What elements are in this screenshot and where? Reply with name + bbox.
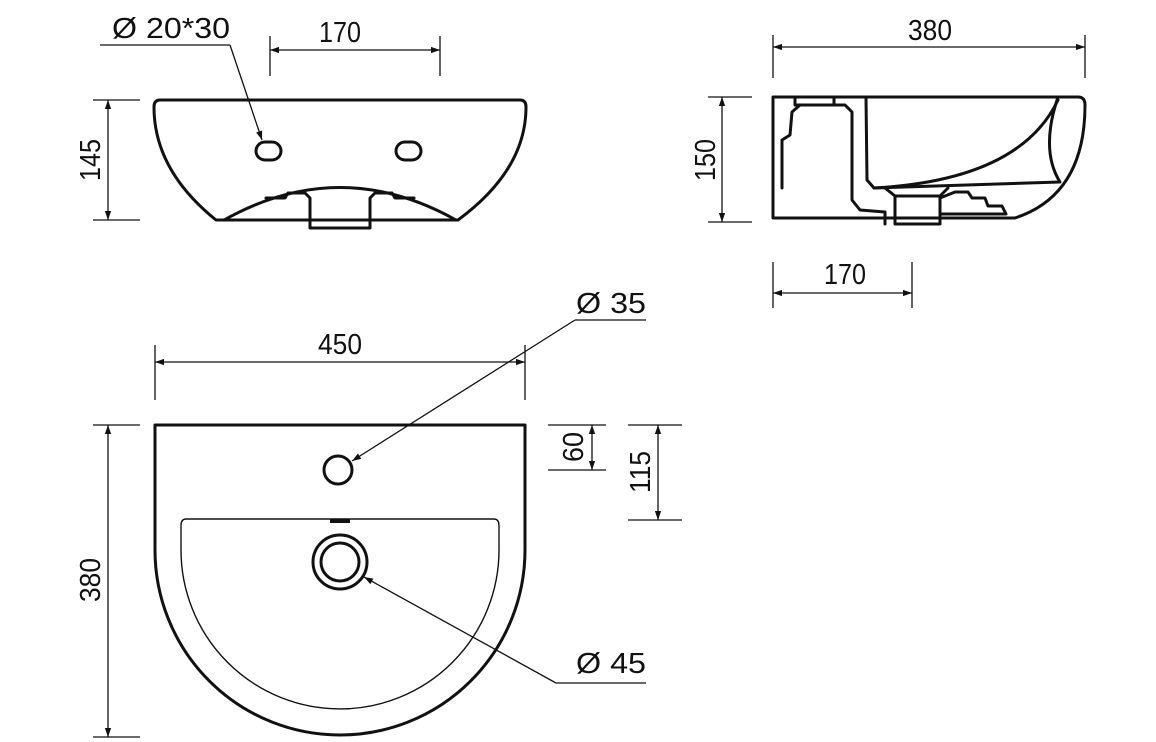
side-view-bowl bbox=[864, 95, 1062, 190]
leader-line bbox=[363, 576, 557, 684]
waste-inner bbox=[319, 541, 361, 583]
side-view-steps bbox=[938, 190, 1008, 216]
width-label: 450 bbox=[318, 329, 362, 361]
side-view-outline bbox=[771, 95, 1087, 220]
front-view-arch bbox=[222, 186, 458, 222]
overflow-slot bbox=[330, 519, 350, 523]
waste-outer bbox=[311, 533, 369, 591]
leader-line bbox=[351, 319, 576, 462]
top-view-bowl bbox=[180, 518, 500, 710]
side-view-bowl-inner bbox=[872, 98, 1060, 190]
side-view-rear bbox=[780, 103, 802, 190]
front-height-label: 145 bbox=[75, 139, 107, 181]
front-view-outline bbox=[152, 98, 528, 222]
tap-hole-offset-label: 60 bbox=[558, 432, 590, 462]
side-waste-offset-label: 170 bbox=[824, 259, 866, 291]
tap-hole-left bbox=[254, 140, 283, 162]
front-view-waste-outlet bbox=[264, 191, 416, 230]
waste-offset-label: 115 bbox=[625, 451, 657, 493]
side-depth-label: 380 bbox=[908, 15, 952, 47]
side-view: 380 150 170 bbox=[690, 15, 1087, 308]
waste-diameter-label: Ø 45 bbox=[576, 648, 646, 680]
leader-line bbox=[229, 44, 263, 141]
hole-spacing-label: 170 bbox=[319, 17, 361, 49]
top-depth-label: 380 bbox=[75, 558, 107, 602]
tap-hole bbox=[322, 454, 354, 486]
top-view-outline bbox=[153, 423, 527, 737]
tap-hole-size-label: Ø 20*30 bbox=[112, 13, 230, 45]
side-height-label: 150 bbox=[690, 139, 722, 181]
top-view: 450 380 60 115 Ø 35 Ø 45 bbox=[75, 288, 682, 738]
front-view: 170 145 Ø 20*30 bbox=[75, 13, 528, 230]
side-view-bracket bbox=[793, 95, 887, 226]
side-view-waste bbox=[883, 186, 950, 226]
tap-hole-diameter-label: Ø 35 bbox=[576, 288, 646, 320]
tap-hole-right bbox=[394, 140, 423, 162]
